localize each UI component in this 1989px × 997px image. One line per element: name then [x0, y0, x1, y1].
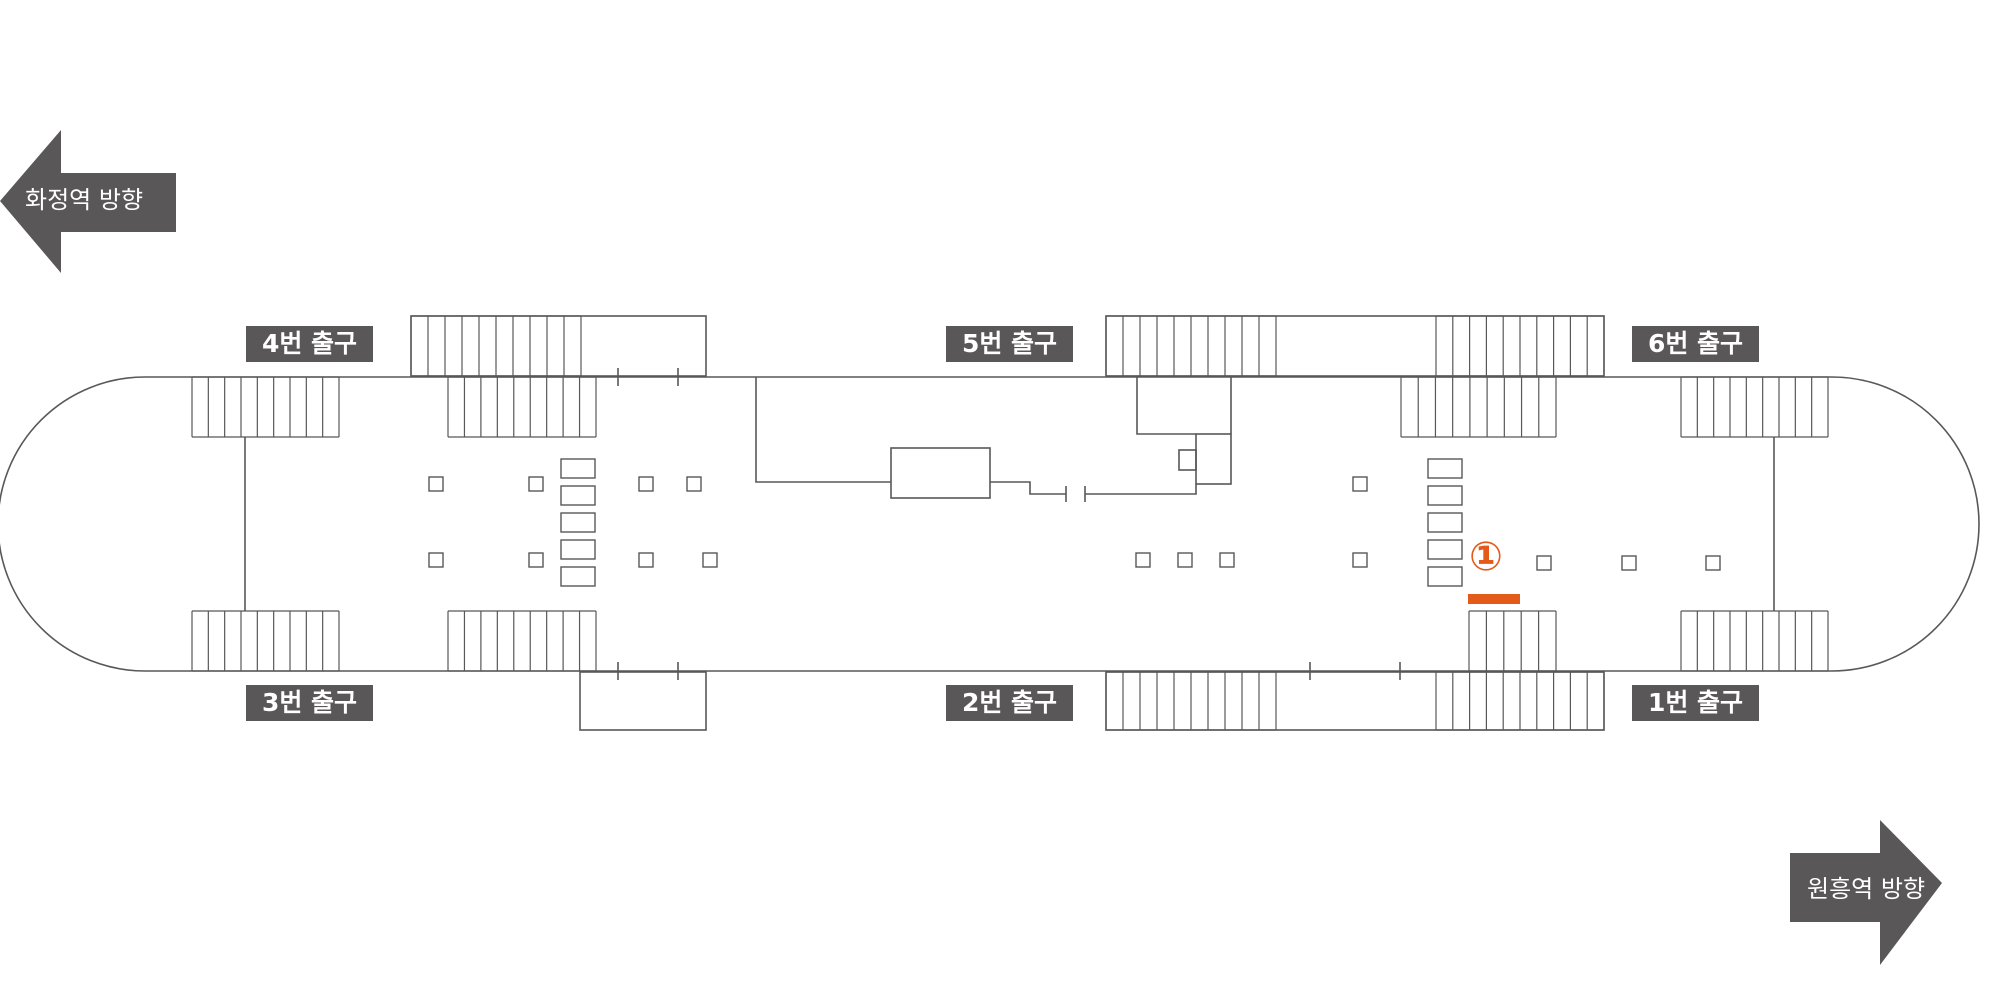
fixtures [428, 458, 1721, 587]
ticket-machine [1427, 566, 1463, 587]
stair-group [1400, 376, 1557, 438]
ticket-machine [560, 512, 596, 533]
position-marker-number: ① [1469, 534, 1503, 580]
stair-group [1435, 671, 1605, 731]
pillar [1352, 552, 1368, 568]
ticket-machine [1427, 458, 1463, 479]
position-marker-bar [1468, 594, 1520, 604]
ticket-machine [560, 539, 596, 560]
stair-group [1468, 610, 1557, 672]
pillar [1219, 552, 1235, 568]
exit-label-4: 4번 출구 [246, 326, 373, 362]
pillar [638, 552, 654, 568]
pillar [1705, 555, 1721, 571]
ticket-machine [560, 566, 596, 587]
ticket-machine [560, 485, 596, 506]
pillar [1135, 552, 1151, 568]
pillar [528, 476, 544, 492]
arrow-right-icon [1790, 820, 1942, 965]
stair-group [191, 376, 340, 438]
exit-label-6: 6번 출구 [1632, 326, 1759, 362]
pillar [1352, 476, 1368, 492]
pillar [1621, 555, 1637, 571]
exit-label-5: 5번 출구 [946, 326, 1073, 362]
stair-group [410, 315, 582, 377]
stair-group [191, 610, 340, 672]
direction-label-left: 화정역 방향 [25, 186, 144, 214]
concourse-outline [0, 376, 1980, 672]
pillar [528, 552, 544, 568]
ticket-machine [1427, 485, 1463, 506]
barrier-ticks [617, 368, 1401, 680]
pillar [638, 476, 654, 492]
exit-label-2: 2번 출구 [946, 685, 1073, 721]
pillar [702, 552, 718, 568]
stair-group [1105, 671, 1277, 731]
pillar [686, 476, 702, 492]
exit-label-3: 3번 출구 [246, 685, 373, 721]
ticket-machine [1427, 512, 1463, 533]
pillar [1177, 552, 1193, 568]
stair-group [1680, 376, 1829, 438]
exit-label-1: 1번 출구 [1632, 685, 1759, 721]
stair-group [447, 610, 597, 672]
stair-group [1105, 315, 1277, 377]
pillar [428, 552, 444, 568]
stair-group [1680, 610, 1829, 672]
gate-lines [244, 437, 1775, 611]
stairs [191, 315, 1829, 731]
stair-group [1435, 315, 1605, 377]
direction-label-right: 원흥역 방향 [1807, 875, 1926, 903]
ticket-machine [1427, 539, 1463, 560]
pillar [1536, 555, 1552, 571]
ticket-machine [560, 458, 596, 479]
stair-group [447, 376, 597, 438]
pillar [428, 476, 444, 492]
room-outlines [410, 315, 1605, 731]
arrow-left-icon [0, 130, 176, 273]
